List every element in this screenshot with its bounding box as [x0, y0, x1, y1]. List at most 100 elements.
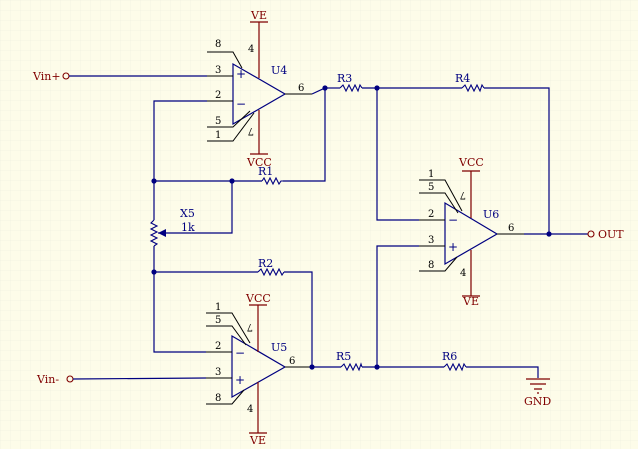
- opamp-u4-pin8-label: 8: [215, 39, 221, 50]
- junction-out: [546, 231, 552, 237]
- wire-u6-noninverting: [376, 245, 419, 367]
- opamp-u5-plus: +: [235, 373, 245, 387]
- ground-icon: [526, 378, 550, 394]
- opamp-u6-pin5-label: 5: [428, 182, 434, 193]
- opamp-u4-pin3-label: 3: [215, 65, 221, 76]
- opamp-u5-bottom-rail-label: VE: [249, 434, 266, 447]
- opamp-u4-pin6-label: 6: [298, 83, 304, 94]
- resistor-r6[interactable]: R6: [442, 350, 467, 372]
- opamp-u5-pin4-label: 4: [247, 404, 253, 415]
- opamp-u5-pin5[interactable]: [206, 325, 247, 346]
- opamp-u6-ref: U6: [483, 208, 499, 221]
- opamp-u5-pin8[interactable]: [206, 389, 245, 405]
- opamp-u6-bottom-rail-label: VE: [462, 295, 479, 308]
- opamp-u6[interactable]: − + U6 1 5 2 3 8 6 7 4 VCC VE: [419, 156, 524, 308]
- port-vin-minus-label: Vin-: [36, 373, 59, 386]
- potentiometer-x5-wiper-arrow: [158, 229, 166, 237]
- opamp-u4-plus: +: [236, 67, 246, 81]
- potentiometer-x5-symbol: [149, 219, 159, 247]
- port-out-label: OUT: [598, 228, 624, 241]
- opamp-u5-pin2-label: 2: [215, 341, 221, 352]
- opamp-u4-minus: −: [236, 97, 246, 111]
- opamp-u6-pin5[interactable]: [419, 192, 459, 214]
- resistor-r5-symbol: [340, 362, 363, 372]
- resistor-r4[interactable]: R4: [455, 72, 485, 93]
- resistor-r4-symbol: [461, 83, 485, 93]
- potentiometer-x5-value: 1k: [181, 221, 195, 234]
- opamp-u5-ref: U5: [271, 341, 287, 354]
- wire-r6-gnd: [466, 366, 539, 378]
- junction-r3-r4: [374, 85, 380, 91]
- resistor-r1-symbol: [261, 176, 283, 186]
- wire-u6-inverting: [376, 88, 419, 221]
- port-vin-plus[interactable]: Vin+: [32, 70, 207, 83]
- opamp-u6-minus: −: [448, 213, 458, 227]
- junction-u4-out: [322, 85, 328, 91]
- resistor-r3-label: R3: [337, 72, 352, 85]
- opamp-u6-top-rail-label: VCC: [458, 156, 484, 169]
- port-out[interactable]: OUT: [524, 228, 624, 241]
- opamp-u4-pin7-label: 7: [248, 125, 254, 136]
- junction-pot-top: [151, 178, 157, 184]
- port-out-terminal[interactable]: [587, 230, 595, 238]
- opamp-u5-pin1[interactable]: [206, 312, 251, 344]
- wire-u4-inverting: [153, 100, 207, 181]
- opamp-u6-pin3-label: 3: [428, 235, 434, 246]
- opamp-u4-pin5[interactable]: [207, 110, 251, 128]
- wire-u5-inverting: [153, 272, 206, 353]
- opamp-u5-pin6-label: 6: [289, 356, 295, 367]
- ground-label: GND: [524, 395, 551, 408]
- opamp-u5-pin7-label: 7: [247, 321, 253, 332]
- opamp-u6-pin8[interactable]: [419, 256, 458, 272]
- resistor-r3[interactable]: R3: [337, 72, 363, 93]
- opamp-u6-pin2-label: 2: [428, 209, 434, 220]
- opamp-u4-pin1-label: 1: [215, 130, 221, 141]
- opamp-u5-minus: −: [235, 346, 245, 360]
- resistor-r4-label: R4: [455, 72, 470, 85]
- opamp-u5-top-rail-label: VCC: [245, 292, 271, 305]
- junction-r1-wiper: [229, 178, 235, 184]
- opamp-u5-pin5-label: 5: [215, 315, 221, 326]
- ground-symbol[interactable]: GND: [524, 378, 551, 408]
- resistor-r6-label: R6: [442, 350, 457, 363]
- potentiometer-x5-label: X5: [180, 207, 195, 220]
- resistor-r5-label: R5: [336, 350, 351, 363]
- opamp-u6-body: [444, 201, 499, 266]
- opamp-u6-pin8-label: 8: [428, 260, 434, 271]
- wire-r1-right: [283, 87, 326, 182]
- opamp-u4-pin8[interactable]: [207, 51, 243, 69]
- resistor-r2[interactable]: R2: [257, 257, 285, 277]
- wire-r4-out: [484, 87, 550, 234]
- opamp-u4-pin5-label: 5: [215, 116, 221, 127]
- opamp-u5-pin8-label: 8: [215, 393, 221, 404]
- resistor-r2-label: R2: [258, 257, 273, 270]
- opamp-u4-top-rail-label: VE: [250, 9, 267, 22]
- wire-pot-wiper: [158, 181, 233, 234]
- opamp-u4[interactable]: + − U4 8 3 2 5 1 6 4 7 VE VCC: [207, 9, 312, 169]
- junction-u5-out: [309, 364, 315, 370]
- port-vin-plus-label: Vin+: [32, 70, 61, 83]
- port-vin-minus[interactable]: Vin-: [36, 373, 207, 386]
- opamp-u6-plus: +: [448, 240, 458, 254]
- wire-vin-minus: [72, 377, 207, 380]
- opamp-u4-ref: U4: [271, 64, 287, 77]
- wire-r2-right: [284, 271, 313, 367]
- opamp-u6-pin1[interactable]: [419, 179, 463, 212]
- opamp-u4-bottom-rail-label: VCC: [246, 156, 272, 169]
- opamp-u5-pin1-label: 1: [215, 302, 221, 313]
- opamp-u4-pin1[interactable]: [207, 112, 255, 142]
- opamp-u4-pin2-label: 2: [215, 90, 221, 101]
- junction-pot-bottom: [151, 269, 157, 275]
- opamp-u6-pin4-label: 4: [460, 268, 466, 279]
- opamp-u5-pin3-label: 3: [215, 367, 221, 378]
- opamp-u5[interactable]: − + U5 1 5 2 3 8 6 7 4 VCC VE: [206, 292, 312, 447]
- opamp-u6-pin1-label: 1: [428, 169, 434, 180]
- resistor-r5[interactable]: R5: [336, 350, 363, 372]
- potentiometer-x5[interactable]: X5 1k: [149, 207, 195, 247]
- opamp-u6-pin6-label: 6: [508, 223, 514, 234]
- junction-r5-r6: [374, 364, 380, 370]
- resistor-r1[interactable]: R1: [258, 165, 283, 186]
